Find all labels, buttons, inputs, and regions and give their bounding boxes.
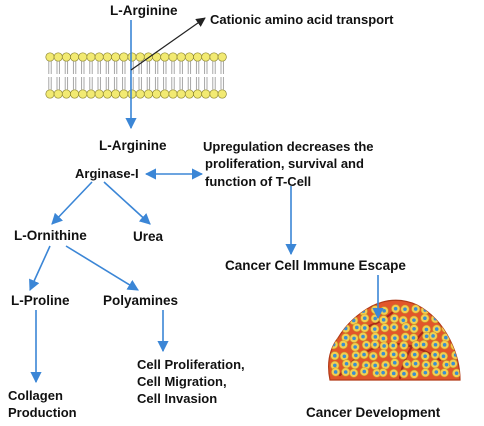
pointer-cationic-transport [130, 17, 206, 71]
upregulation-line-1: Upregulation decreases the [203, 139, 374, 154]
l-arginine-mid-label: L-Arginine [99, 138, 167, 153]
upregulation-line-2: proliferation, survival and [205, 156, 364, 171]
urea-label: Urea [133, 229, 164, 244]
cell-effects-line-3: Cell Invasion [137, 391, 218, 406]
arrow-to-proline [29, 245, 51, 292]
cancer-development-label: Cancer Development [306, 405, 441, 420]
l-arginine-top-label: L-Arginine [110, 3, 178, 18]
arrow-to-polyamines [65, 245, 139, 291]
upregulation-line-3: function of T-Cell [205, 174, 312, 189]
cell-effects-line-1: Cell Proliferation, [137, 357, 245, 372]
lipid-bilayer-membrane-icon [45, 52, 227, 99]
cationic-transport-label: Cationic amino acid transport [210, 12, 394, 27]
immune-escape-label: Cancer Cell Immune Escape [225, 258, 406, 273]
arrow-to-ornithine [51, 181, 93, 225]
arrow-to-urea [103, 181, 151, 225]
collagen-line-1: Collagen [8, 388, 63, 403]
collagen-line-2: Production [8, 405, 77, 420]
l-proline-label: L-Proline [11, 293, 70, 308]
cell-effects-line-2: Cell Migration, [137, 374, 227, 389]
pathway-arrows [29, 17, 384, 384]
tumor-mass-icon [328, 299, 461, 381]
arginase-label: Arginase-I [75, 166, 139, 181]
l-ornithine-label: L-Ornithine [14, 228, 87, 243]
polyamines-label: Polyamines [103, 293, 179, 308]
